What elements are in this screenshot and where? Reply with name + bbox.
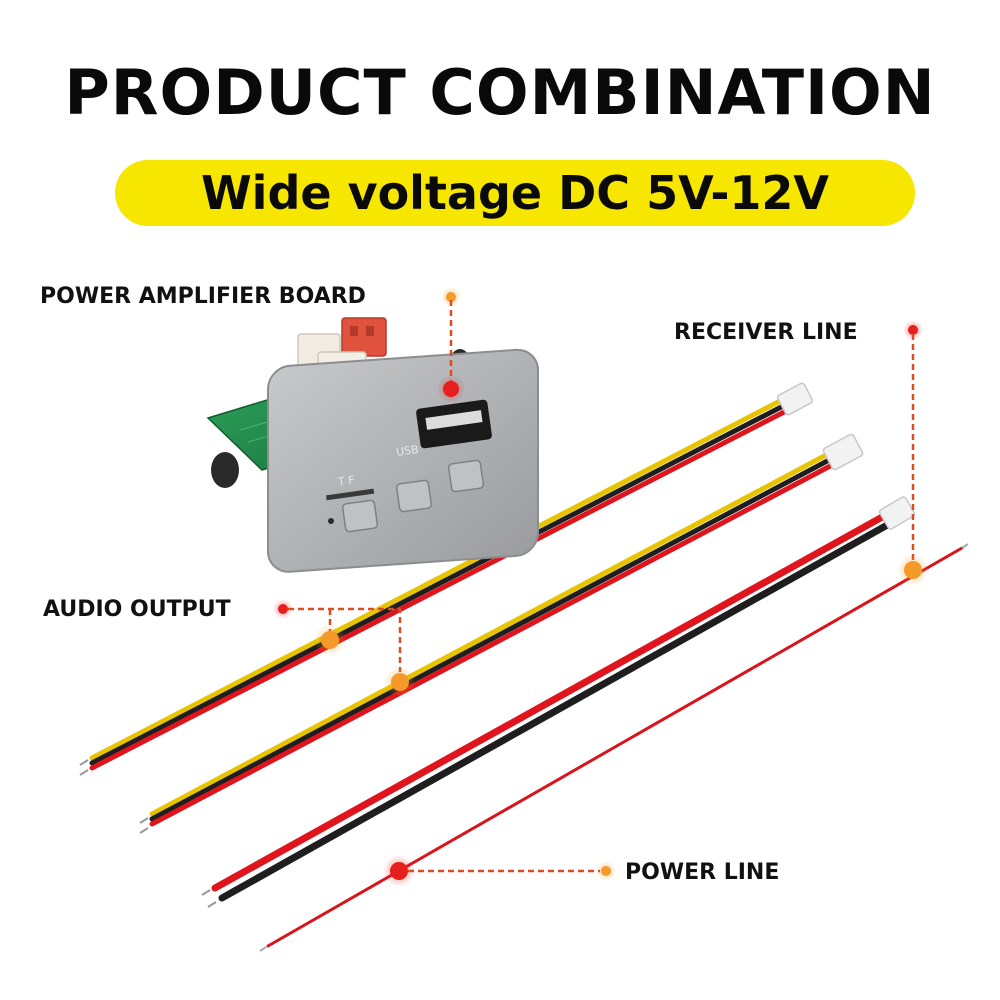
page-title: PRODUCT COMBINATION	[64, 56, 936, 129]
voltage-text: Wide voltage DC 5V-12V	[200, 166, 830, 220]
board-callout	[437, 287, 465, 403]
led-hole	[328, 518, 334, 524]
label-power: POWER LINE	[625, 860, 780, 885]
audio-callout	[273, 599, 416, 698]
amplifier-board: USB T F	[206, 317, 539, 573]
front-panel	[267, 348, 539, 573]
audio-cable-2	[139, 433, 864, 834]
voltage-banner: Wide voltage DC 5V-12V	[115, 160, 915, 226]
button-next	[447, 459, 485, 493]
receiver-cable	[201, 496, 916, 908]
red-connector	[341, 317, 387, 357]
label-board: POWER AMPLIFIER BOARD	[40, 284, 366, 309]
audio-cable-1	[79, 382, 814, 776]
usb-mark: USB	[395, 443, 419, 459]
tf-mark: T F	[336, 473, 355, 488]
receiver-callout	[897, 320, 929, 586]
label-audio: AUDIO OUTPUT	[43, 597, 231, 622]
power-callout	[383, 855, 616, 887]
connector-1	[776, 382, 814, 416]
power-wire	[259, 543, 969, 952]
label-receiver: RECEIVER LINE	[674, 320, 858, 345]
connector-3	[878, 496, 916, 530]
tf-slot	[325, 488, 375, 501]
button-play	[395, 479, 433, 513]
button-prev	[341, 499, 379, 533]
connector-2	[822, 433, 864, 471]
